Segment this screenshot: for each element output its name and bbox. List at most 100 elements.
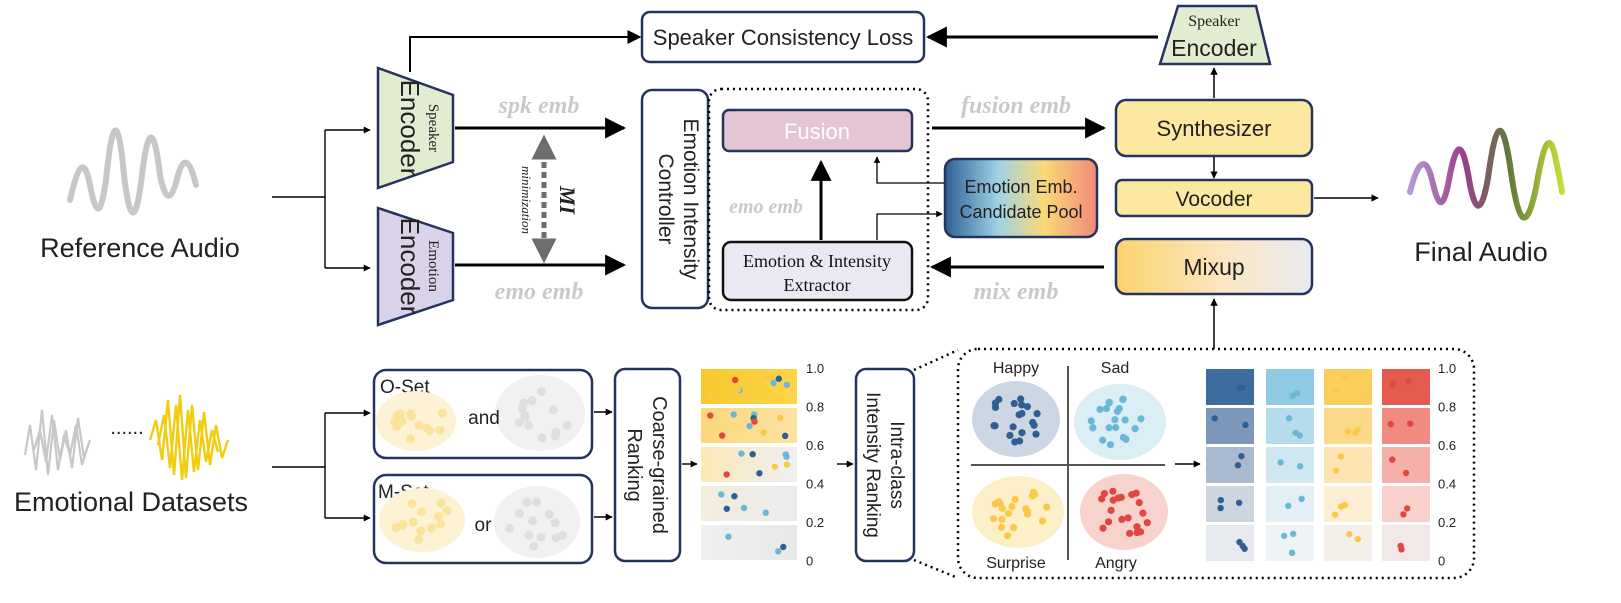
or-label: or (475, 515, 493, 536)
sad-cluster (1074, 384, 1166, 460)
scale-tick: 0.2 (1438, 515, 1456, 530)
intra-class-ranking-box (854, 367, 916, 563)
intra-grid-cell (1206, 447, 1254, 483)
coarse-dot (783, 461, 791, 468)
cluster-dot (1008, 502, 1016, 511)
intra-grid-cell (1266, 369, 1314, 405)
controller-line1: Emotion Intensity (679, 118, 702, 280)
surprise-cluster (972, 476, 1064, 548)
emotion-intensity-extractor-box (721, 240, 914, 302)
final-audio-waveform-icon (1407, 127, 1565, 221)
coarse-dot (731, 493, 738, 500)
coarse-dot (749, 451, 756, 458)
set-dot (408, 517, 418, 527)
coarse-dot (723, 471, 730, 478)
intra-grid-dot (1333, 467, 1340, 474)
fusion-label: Fusion (784, 119, 850, 144)
intra-grid-dot (1346, 531, 1353, 538)
coarse-dot (746, 422, 753, 430)
cluster-dot (1109, 487, 1117, 495)
surprise-label: Surprise (986, 555, 1046, 572)
sad-label: Sad (1101, 360, 1129, 377)
cluster-dot (991, 403, 1000, 412)
cluster-dot (1030, 421, 1038, 429)
coarse-dot (774, 548, 782, 555)
intra-grid-dot (1234, 462, 1242, 469)
intra-grid-cell (1382, 447, 1430, 483)
set-dot (435, 425, 445, 435)
intra-scale-ticks: 1.00.80.60.40.20 (1438, 361, 1456, 569)
intra-grid-cell (1382, 525, 1430, 561)
intra-grid-cell (1324, 408, 1372, 444)
set-dot (551, 533, 561, 543)
cluster-dot (998, 504, 1006, 512)
coarse-dot (764, 374, 771, 381)
scale-tick: 0.4 (806, 477, 824, 492)
candidate-line2: Candidate Pool (959, 202, 1082, 222)
coarse-dot (731, 391, 738, 398)
datasets-branch (272, 409, 371, 522)
cluster-dot (1139, 509, 1147, 517)
speaker-encoder-top-small: Speaker (1188, 13, 1240, 30)
speaker-encoder-left-small: Speaker (425, 104, 441, 152)
coarse-dot (777, 414, 784, 422)
cluster-dot (1137, 415, 1145, 423)
mixup-box (1114, 237, 1314, 296)
cluster-dot (1011, 495, 1019, 503)
intra-grid-dot (1235, 499, 1243, 506)
o-set-yellow-cluster (376, 391, 456, 451)
intra-grid-dot (1292, 429, 1299, 436)
set-dot (505, 523, 515, 533)
cluster-dot (1011, 438, 1019, 446)
set-dot (524, 530, 534, 540)
intra-grid-dot (1296, 462, 1304, 470)
cluster-dot (1114, 494, 1122, 502)
final-audio-label: Final Audio (1414, 237, 1548, 267)
intra-grid-dot (1389, 456, 1396, 463)
mixup-label: Mixup (1183, 254, 1244, 280)
angry-cluster (1080, 474, 1168, 550)
intra-grid-dot (1389, 380, 1397, 387)
cluster-dot (1089, 424, 1097, 432)
cluster-dot (1133, 523, 1141, 531)
coarse-rank-dots (706, 374, 791, 555)
cluster-dot (1043, 503, 1051, 511)
controller-line2: Controller (654, 153, 677, 244)
cluster-dot (1113, 407, 1121, 416)
cluster-dot (1105, 424, 1113, 432)
intra-grid-dot (1331, 511, 1339, 518)
intra-line2: Intensity Ranking (862, 392, 883, 538)
cluster-dot (1124, 514, 1132, 522)
cluster-dot (1018, 401, 1026, 409)
cluster-dot (1010, 523, 1018, 532)
scale-tick: 0 (806, 554, 813, 569)
cluster-dot (1133, 529, 1141, 537)
coarse-dot (707, 412, 714, 419)
cluster-dot (1131, 425, 1139, 433)
coarse-dot (706, 392, 713, 399)
candidate-line1: Emotion Emb. (964, 177, 1077, 197)
happy-cluster (972, 381, 1060, 457)
intra-grid-dot (1405, 377, 1412, 385)
scale-tick: 1.0 (806, 361, 824, 376)
intra-grid-dot (1407, 420, 1414, 427)
vocoder-label: Vocoder (1175, 188, 1252, 211)
cluster-dot (990, 515, 998, 523)
coarse-dot (730, 411, 737, 418)
set-dot (414, 534, 424, 544)
speaker-encoder-left-big: Encoder (395, 80, 425, 177)
intra-grid-dot (1337, 503, 1345, 510)
emotion-encoder-left-small: Emotion (425, 240, 441, 292)
intra-grid-cell (1266, 408, 1314, 444)
intra-grid-cell (1266, 447, 1314, 483)
emotion-encoder-left (376, 206, 455, 327)
cluster-dot (1143, 519, 1151, 527)
intra-grid-dot (1241, 545, 1248, 552)
set-dot (434, 511, 444, 521)
coarse-dot (762, 509, 769, 516)
cluster-dot (1018, 429, 1026, 437)
intra-grid-dot (1288, 549, 1296, 557)
synthesizer-box (1114, 98, 1314, 158)
set-dot (548, 405, 558, 415)
set-dot (528, 516, 538, 526)
